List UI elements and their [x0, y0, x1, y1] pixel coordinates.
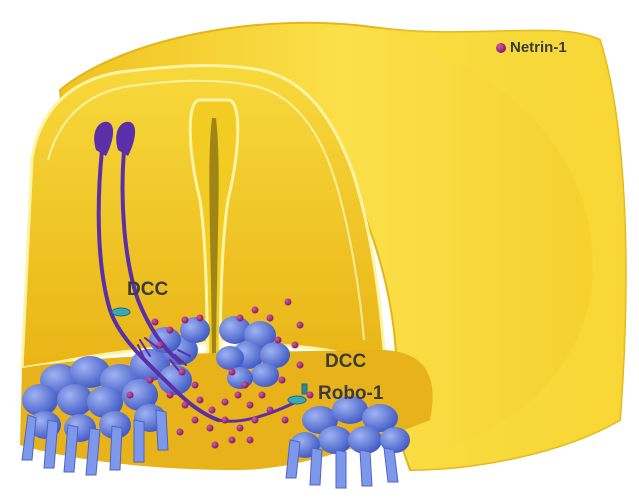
dcc-receptor-right — [288, 396, 306, 404]
robo-receptor — [302, 384, 307, 394]
dcc-label-right: DCC — [325, 352, 366, 371]
netrin-legend-label: Netrin-1 — [510, 40, 567, 55]
dcc-label-left: DCC — [127, 280, 168, 299]
dcc-receptor-left — [112, 308, 130, 316]
netrin-legend-dot — [496, 43, 506, 53]
robo-label: Robo-1 — [318, 384, 383, 403]
